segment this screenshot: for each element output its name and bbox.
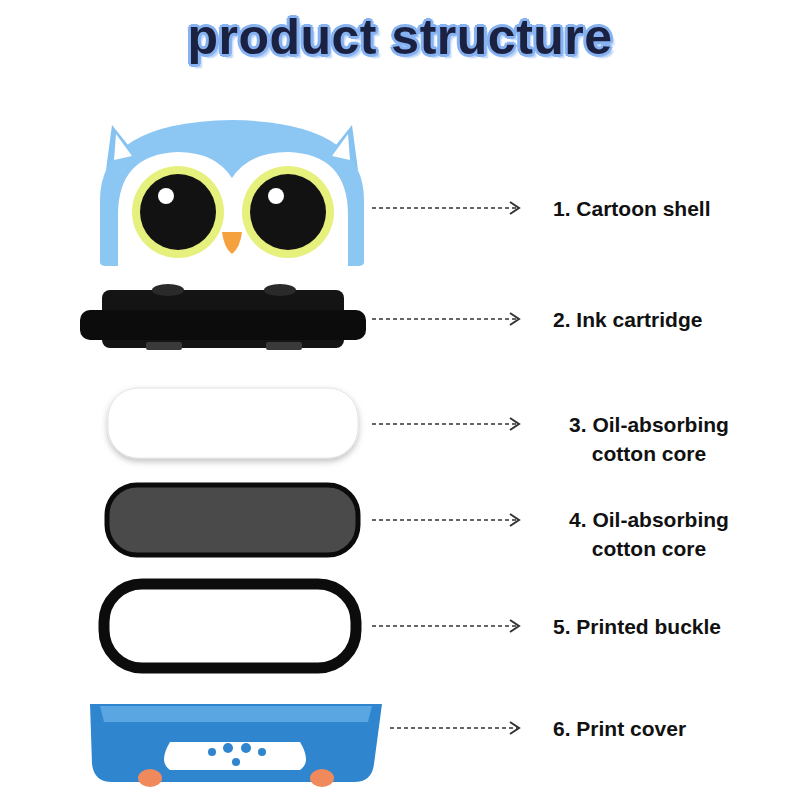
cover-dot (258, 748, 266, 756)
owl-beak (222, 232, 242, 254)
cartridge-slot (146, 342, 182, 350)
arrow-head (510, 620, 519, 632)
cover-dot (241, 743, 251, 753)
cover-body (90, 704, 382, 782)
cartridge-peg (152, 284, 184, 296)
owl-highlight (158, 188, 174, 204)
owl-ear-inner (114, 134, 132, 160)
part-name: 6. Print cover (553, 714, 783, 743)
owl-eye-ring (242, 166, 334, 258)
owl-dome (100, 120, 364, 266)
leader-arrows (372, 202, 519, 734)
arrow-head (510, 514, 519, 526)
cartridge-flange (80, 310, 366, 340)
arrow-head (510, 418, 519, 430)
dark-cotton-core (107, 485, 358, 555)
cartoon-shell (100, 120, 364, 266)
owl-ear-inner (332, 134, 350, 160)
leader-line (372, 207, 518, 209)
cover-rim (100, 706, 372, 722)
arrow-head (510, 202, 519, 214)
cartridge-peg (264, 284, 296, 296)
owl-face (118, 152, 348, 266)
leader-line (390, 727, 518, 729)
cover-foot (138, 769, 162, 787)
print-cover (90, 704, 382, 787)
cover-dot (232, 758, 240, 766)
cartridge-slot (266, 342, 302, 350)
page-title: product structure (0, 8, 800, 66)
cover-dot (223, 743, 233, 753)
cover-band (164, 742, 306, 770)
cover-foot (310, 769, 334, 787)
leader-line (372, 519, 518, 521)
part-name: 1. Cartoon shell (553, 194, 783, 223)
part-name: 3. Oil-absorbing cotton core (546, 410, 752, 468)
arrow-head (510, 313, 519, 325)
cover-dot (208, 748, 216, 756)
printed-buckle-ring (104, 584, 356, 668)
part-name: 2. Ink cartridge (553, 305, 783, 334)
leader-line (372, 318, 518, 320)
owl-pupil (250, 174, 326, 250)
owl-eye-ring (132, 166, 224, 258)
owl-pupil (140, 174, 216, 250)
owl-highlight (268, 188, 284, 204)
part-name: 4. Oil-absorbing cotton core (546, 505, 752, 563)
arrow-head (510, 722, 519, 734)
leader-line (372, 423, 518, 425)
leader-line (372, 625, 518, 627)
ink-cartridge (80, 284, 366, 350)
white-cotton-core (108, 388, 358, 458)
part-name: 5. Printed buckle (553, 612, 783, 641)
